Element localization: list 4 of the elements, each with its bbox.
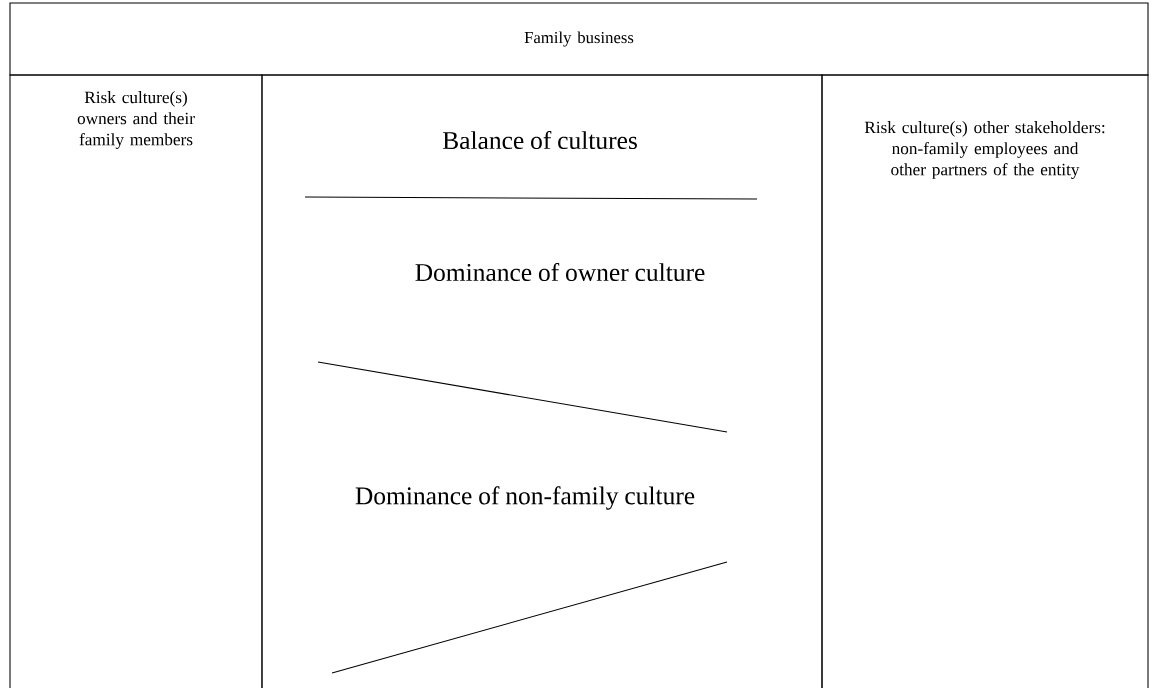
column-cell: Balance of cultures Dominance of owner culture Dominance of non-family culture (261, 74, 823, 688)
column-cell: Risk culture(s) owners and their family members (9, 74, 263, 688)
header-cell: Family business (9, 2, 1149, 76)
column-cell: Risk culture(s) other stakeholders: non-family employees and other partners of the entity (821, 74, 1149, 688)
